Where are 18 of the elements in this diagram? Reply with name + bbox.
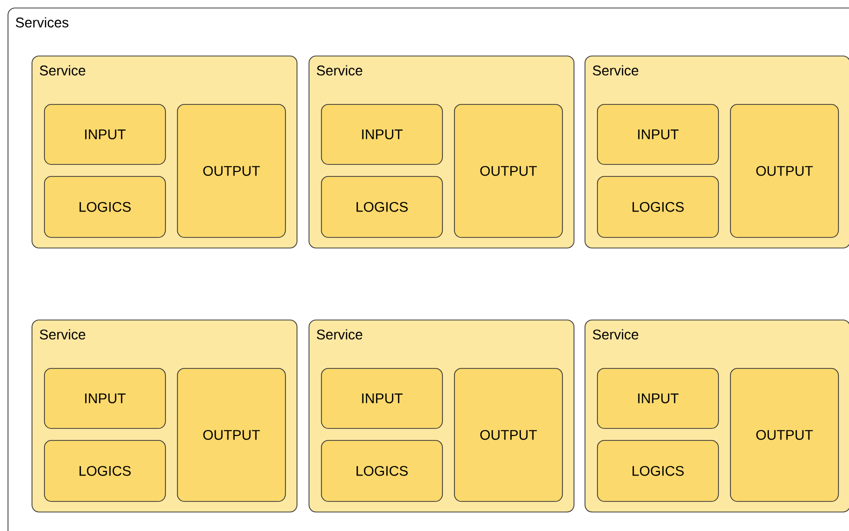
component-box: LOGICS	[321, 440, 443, 502]
component-box: INPUT	[597, 368, 719, 429]
component-box: INPUT	[597, 104, 719, 165]
component-box: LOGICS	[597, 176, 719, 238]
component-box: OUTPUT	[730, 368, 839, 502]
component-box: OUTPUT	[177, 368, 286, 502]
component-box: OUTPUT	[730, 104, 839, 238]
component-box: INPUT	[44, 104, 166, 165]
component-box: OUTPUT	[177, 104, 286, 238]
component-box: INPUT	[321, 104, 443, 165]
component-box: INPUT	[44, 368, 166, 429]
component-box: INPUT	[321, 368, 443, 429]
component-box: OUTPUT	[454, 368, 563, 502]
component-box: OUTPUT	[454, 104, 563, 238]
component-box: LOGICS	[597, 440, 719, 502]
component-box: LOGICS	[44, 440, 166, 502]
component-box: LOGICS	[321, 176, 443, 238]
component-box: LOGICS	[44, 176, 166, 238]
